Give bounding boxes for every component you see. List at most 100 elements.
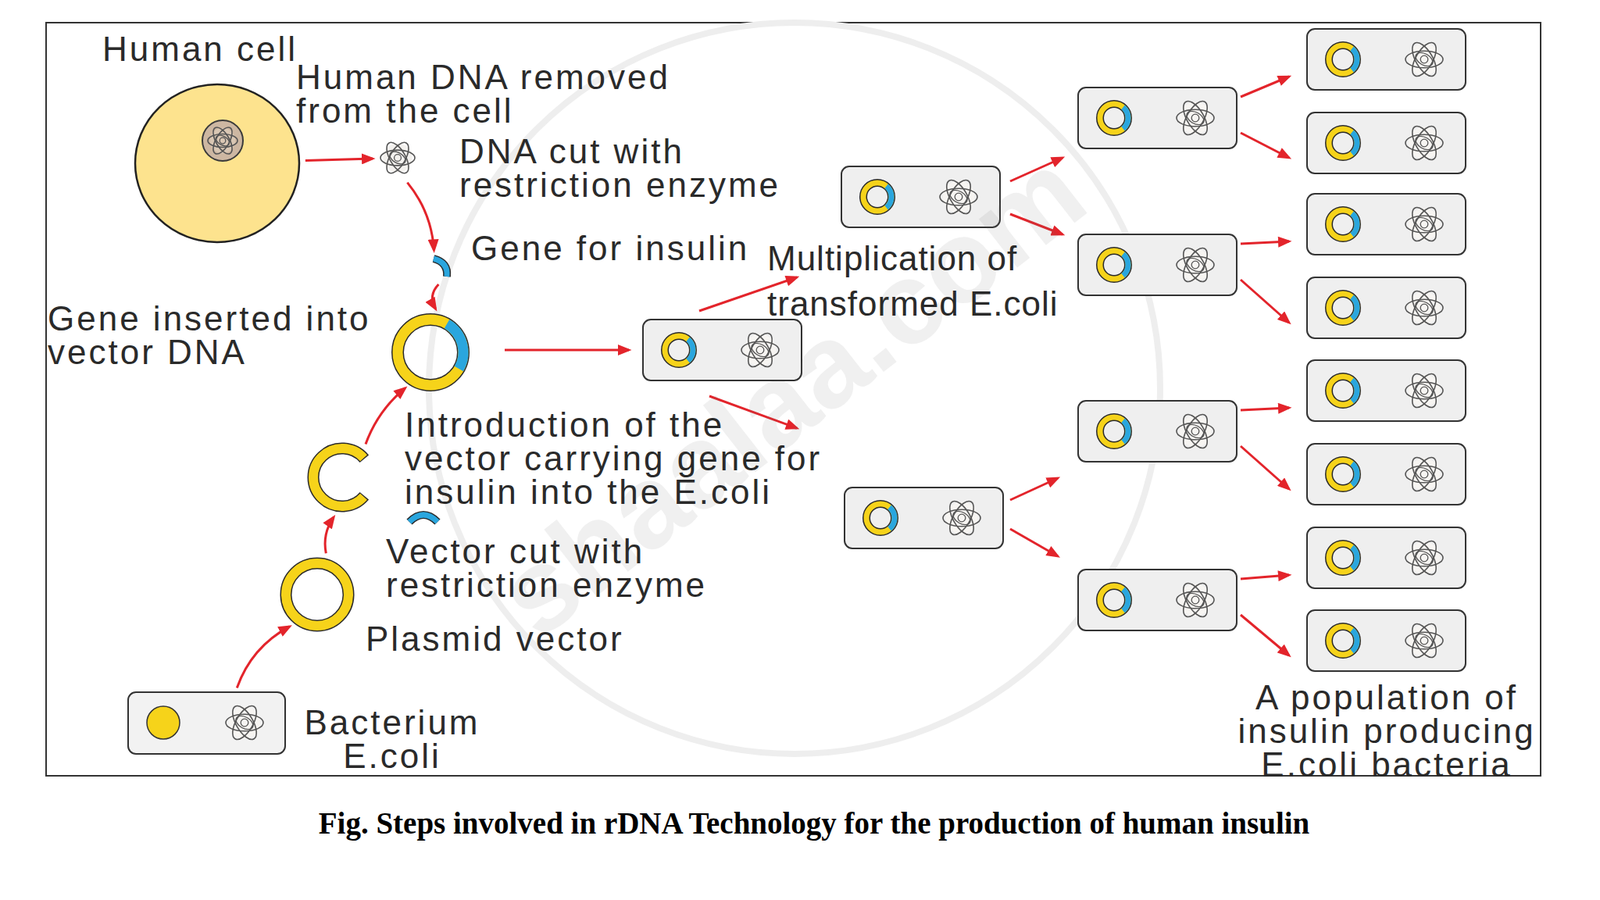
cut-plasmid-outline bbox=[313, 448, 365, 507]
plasmid-ring-outline bbox=[1328, 543, 1358, 572]
ecoli-cell-body bbox=[1078, 400, 1237, 462]
recombinant-plasmid-shape bbox=[391, 313, 470, 392]
chromosome-strand bbox=[1420, 553, 1429, 562]
bacterium-body bbox=[128, 692, 286, 754]
chromosome-fill bbox=[1408, 127, 1441, 160]
insulin-gene-segment bbox=[1352, 48, 1358, 71]
ecoli-cell-body bbox=[1307, 527, 1466, 589]
cut-vector: Vector cut with restriction enzyme bbox=[306, 441, 379, 514]
chromosome-strand bbox=[1413, 50, 1436, 69]
chromosome-strand bbox=[228, 702, 262, 743]
transformed-ecoli bbox=[1307, 360, 1466, 422]
excised-fragment bbox=[409, 514, 438, 522]
chromosome-strand bbox=[1184, 255, 1207, 275]
plasmid-ring bbox=[1328, 460, 1358, 489]
ecoli-cell-body bbox=[1307, 360, 1466, 422]
chromosome-strand bbox=[1407, 287, 1442, 329]
process-arrow bbox=[1240, 446, 1290, 490]
plasmid-ring-outline bbox=[1100, 103, 1129, 133]
bacterium-cell-shape bbox=[127, 691, 286, 755]
chromosome-strand bbox=[1407, 203, 1442, 245]
chromosome-strand bbox=[1413, 298, 1436, 318]
plasmid-vector-shape bbox=[279, 557, 355, 633]
plasmid-ring bbox=[1328, 210, 1358, 239]
plasmid-ring-outline bbox=[664, 335, 693, 365]
human-cell: Human cell bbox=[133, 82, 301, 244]
chromosome-strand bbox=[233, 713, 256, 733]
insulin-gene-segment bbox=[1123, 253, 1129, 276]
plasmid-ring bbox=[863, 182, 892, 211]
transformed-ecoli bbox=[1307, 277, 1466, 339]
chromosome-strand bbox=[1420, 55, 1429, 64]
plasmid-ring bbox=[1100, 585, 1129, 615]
chromosome-fill bbox=[1179, 249, 1212, 282]
chromosome-strand bbox=[1178, 97, 1213, 139]
insulin-gene-segment bbox=[886, 185, 892, 208]
transformed-ecoli bbox=[1307, 610, 1466, 672]
step-label: Introduction of the vector carrying gene… bbox=[404, 407, 835, 509]
chromosome-strand bbox=[1191, 260, 1200, 269]
ecoli-cell-body bbox=[1307, 193, 1466, 255]
chromosome-strand bbox=[1407, 620, 1442, 661]
step-label: DNA cut with restriction enzyme bbox=[459, 134, 811, 202]
chromosome-fill bbox=[1179, 102, 1212, 135]
bacterium-cell-label: Bacterium E.coli bbox=[298, 705, 486, 773]
recombinant-plasmid-label: Gene inserted into vector DNA bbox=[47, 301, 392, 369]
plasmid-ring-outline bbox=[1100, 417, 1129, 446]
chromosome-fill bbox=[1179, 584, 1212, 617]
ecoli-cell-body bbox=[1307, 277, 1466, 339]
plasmid-ring-outline bbox=[1328, 626, 1358, 655]
bacterium-cell: Bacterium E.coli bbox=[127, 691, 286, 755]
plasmid-ring bbox=[285, 563, 349, 626]
chromosome-strand bbox=[1413, 214, 1436, 234]
plasmid-ring bbox=[664, 335, 693, 365]
plasmid-ring bbox=[397, 319, 464, 386]
chromosome-strand bbox=[1407, 39, 1442, 80]
transformed-ecoli bbox=[1307, 193, 1466, 255]
plasmid-ring-outline bbox=[1100, 250, 1129, 279]
chromosome-strand bbox=[1413, 464, 1436, 484]
plasmid-vector-label: Plasmid vector bbox=[365, 621, 679, 656]
plasmid-ring-outline bbox=[1328, 376, 1358, 405]
chromosome-strand bbox=[957, 514, 966, 522]
nucleus bbox=[202, 120, 243, 161]
chromosome-strand bbox=[1184, 108, 1207, 128]
chromosome-strand bbox=[1407, 370, 1442, 411]
plasmid-ring bbox=[1328, 376, 1358, 405]
insulin-gene-segment bbox=[1123, 589, 1129, 611]
chromosome-strand bbox=[1178, 579, 1213, 621]
chromosome-fill bbox=[1408, 458, 1441, 491]
recombinant-plasmid: Gene inserted into vector DNA bbox=[391, 313, 470, 392]
chromosome-strand bbox=[209, 124, 236, 157]
human-dna-shape bbox=[377, 137, 418, 179]
process-arrow bbox=[1240, 132, 1290, 158]
chromosome-strand bbox=[209, 124, 236, 157]
transformed-ecoli bbox=[1078, 87, 1237, 149]
chromosome-strand bbox=[382, 139, 413, 177]
transformed-ecoli bbox=[1307, 112, 1466, 174]
step-arrow bbox=[305, 158, 373, 161]
chromosome-strand bbox=[1407, 453, 1442, 495]
chromosome-strand bbox=[1178, 244, 1213, 286]
chromosome-strand bbox=[945, 497, 979, 539]
plasmid-ring-outline bbox=[1328, 128, 1358, 158]
chromosome-fill bbox=[946, 502, 979, 535]
process-arrow bbox=[1240, 407, 1290, 411]
chromosome-strand bbox=[1420, 139, 1429, 147]
plasmid-ring-outline bbox=[397, 319, 464, 386]
insulin-gene-shape bbox=[429, 254, 452, 280]
plasmid-ring-outline bbox=[866, 503, 895, 533]
human-dna-label: Human DNA removed from the cell bbox=[296, 60, 703, 128]
chromosome-strand bbox=[1178, 410, 1213, 452]
ecoli-cell-body bbox=[1307, 610, 1466, 672]
cut-vector-label: Vector cut with restriction enzyme bbox=[385, 534, 738, 602]
chromosome-strand bbox=[1413, 548, 1436, 568]
process-arrow bbox=[1240, 279, 1290, 323]
plasmid-ring-outline bbox=[1328, 45, 1358, 74]
plasmid-ring bbox=[1100, 250, 1129, 279]
chromosome-strand bbox=[1407, 370, 1442, 411]
plasmid-ring-outline bbox=[863, 182, 892, 211]
cut-plasmid bbox=[313, 448, 364, 507]
plasmid-ring-outline bbox=[1328, 210, 1358, 239]
chromosome-fill bbox=[1179, 415, 1212, 448]
